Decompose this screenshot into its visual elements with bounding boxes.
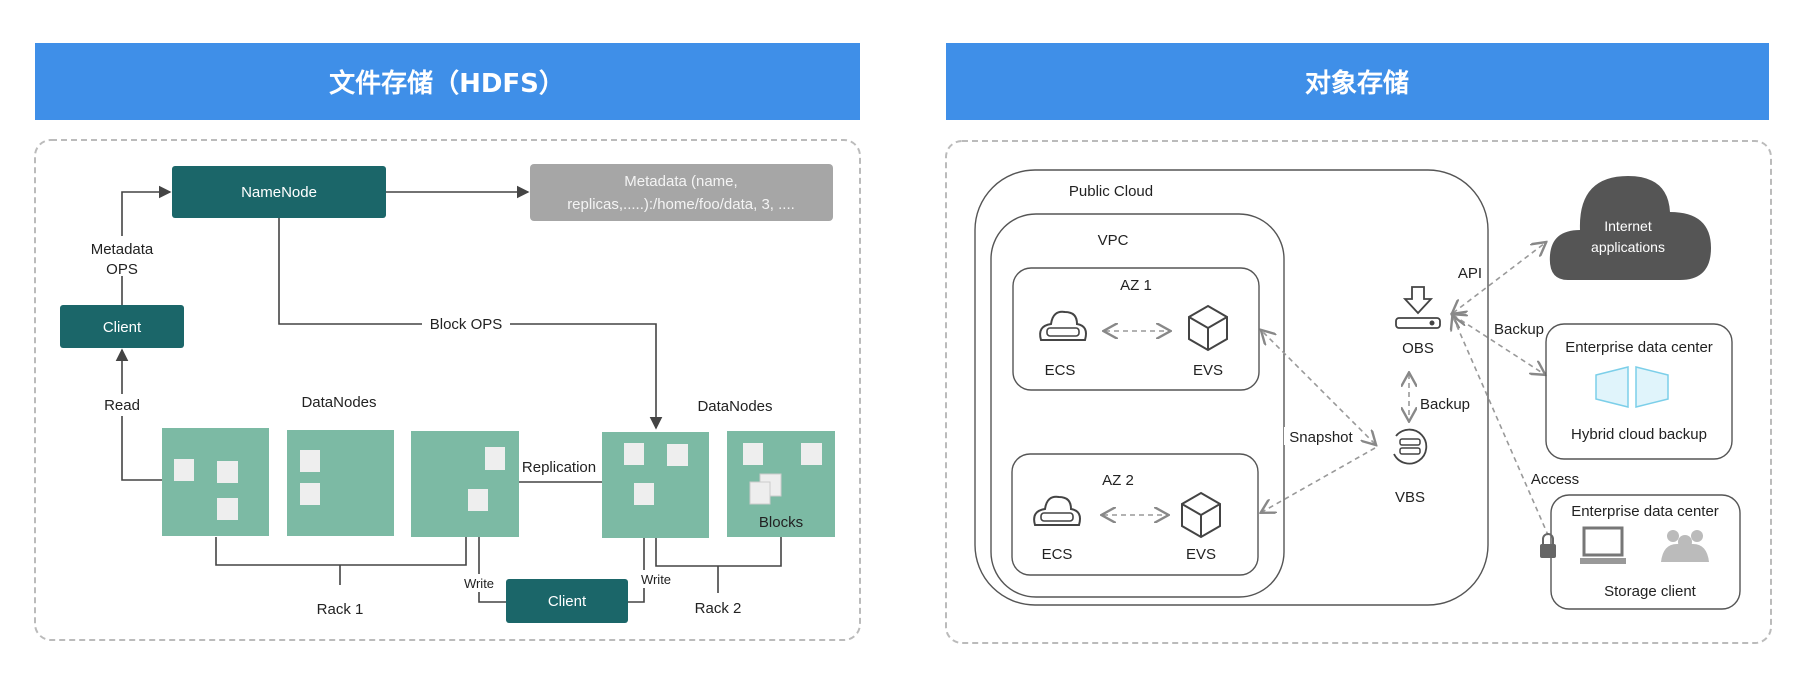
vbs-label: VBS bbox=[1395, 489, 1425, 506]
laptop-icon bbox=[1580, 526, 1626, 564]
block bbox=[634, 483, 654, 505]
backup-right-label: Backup bbox=[1494, 321, 1544, 338]
dc1-title: Enterprise data center bbox=[1565, 339, 1713, 356]
dc2-title: Enterprise data center bbox=[1571, 503, 1719, 520]
datanode bbox=[287, 430, 394, 536]
obs-icon bbox=[1395, 286, 1441, 329]
metadata-ops-label-1: Metadata bbox=[91, 241, 154, 258]
backup-vertical-label: Backup bbox=[1420, 396, 1470, 413]
az2-ecs-label: ECS bbox=[1042, 546, 1073, 563]
write-left-connector bbox=[472, 511, 506, 603]
metadata-line1: Metadata (name, bbox=[624, 173, 737, 190]
ecs-icon bbox=[1039, 310, 1087, 341]
vbs-icon bbox=[1393, 428, 1428, 465]
internet-label-2: applications bbox=[1591, 239, 1665, 255]
access-arrow bbox=[1453, 317, 1549, 536]
backup-dc-arrow bbox=[1453, 315, 1544, 374]
az1-ecs-label: ECS bbox=[1045, 362, 1076, 379]
access-label: Access bbox=[1531, 471, 1579, 488]
rack1-label: Rack 1 bbox=[317, 601, 364, 618]
object-storage-panel: 对象存储 Public Cloud VPC AZ 1 ECS EVS AZ 2 … bbox=[945, 43, 1772, 644]
az2-label: AZ 2 bbox=[1102, 472, 1134, 489]
write-right-connector bbox=[628, 506, 651, 603]
block bbox=[624, 443, 644, 465]
object-title: 对象存储 bbox=[1305, 68, 1409, 99]
block bbox=[749, 481, 771, 505]
ecs-icon bbox=[1033, 495, 1081, 526]
hybrid-backup-icon bbox=[1595, 366, 1669, 408]
users-icon bbox=[1661, 530, 1709, 562]
snapshot-label: Snapshot bbox=[1289, 429, 1353, 446]
block bbox=[468, 489, 488, 511]
hdfs-frame bbox=[34, 139, 861, 641]
public-cloud-label: Public Cloud bbox=[1069, 183, 1153, 200]
rack2-label: Rack 2 bbox=[695, 600, 742, 617]
block bbox=[667, 444, 688, 466]
obs-label: OBS bbox=[1402, 340, 1434, 357]
write-right-label: Write bbox=[641, 572, 671, 587]
write-left-label: Write bbox=[464, 576, 494, 591]
read-connector bbox=[115, 348, 162, 481]
evs-icon bbox=[1181, 491, 1221, 539]
datanodes-rack2-label: DataNodes bbox=[697, 398, 772, 415]
block bbox=[801, 443, 822, 465]
api-label: API bbox=[1458, 265, 1482, 282]
datanode: Blocks bbox=[727, 431, 835, 537]
rack1-connector bbox=[215, 537, 467, 585]
evs-icon bbox=[1188, 304, 1228, 352]
block bbox=[217, 461, 238, 483]
block bbox=[300, 483, 320, 505]
internet-label-1: Internet bbox=[1604, 218, 1652, 234]
metadata-box bbox=[530, 164, 833, 221]
az1-evs-label: EVS bbox=[1193, 362, 1223, 379]
hdfs-banner bbox=[35, 43, 860, 120]
dc2-caption: Storage client bbox=[1604, 583, 1697, 600]
block bbox=[300, 450, 320, 472]
blocks-label: Blocks bbox=[759, 514, 803, 531]
namenode-label: NameNode bbox=[241, 184, 317, 201]
block bbox=[743, 443, 763, 465]
rack2-connector bbox=[655, 537, 782, 593]
replication-label: Replication bbox=[522, 459, 596, 476]
client-top-box bbox=[60, 305, 184, 348]
block bbox=[485, 447, 505, 470]
datanodes-rack1-label: DataNodes bbox=[301, 394, 376, 411]
az2-box bbox=[1011, 453, 1259, 576]
vpc-box bbox=[990, 213, 1285, 598]
datanode bbox=[602, 432, 709, 538]
az1-box bbox=[1012, 267, 1260, 391]
public-cloud-box bbox=[974, 169, 1489, 606]
internet-cloud-icon bbox=[1549, 176, 1711, 280]
hdfs-panel: 文件存储（HDFS） NameNode Metadata (name, repl… bbox=[34, 43, 861, 641]
client-bottom-label: Client bbox=[548, 593, 587, 610]
az1-label: AZ 1 bbox=[1120, 277, 1152, 294]
datanode bbox=[411, 431, 519, 537]
namenode-box bbox=[172, 166, 386, 218]
vpc-label: VPC bbox=[1098, 232, 1129, 249]
block bbox=[174, 459, 194, 481]
dc1-box bbox=[1545, 323, 1733, 460]
client-top-label: Client bbox=[103, 319, 142, 336]
block-ops-label: Block OPS bbox=[430, 316, 503, 333]
read-label: Read bbox=[104, 397, 140, 414]
lock-icon bbox=[1540, 533, 1556, 558]
object-banner bbox=[946, 43, 1769, 120]
object-frame bbox=[945, 140, 1772, 644]
snapshot-arrow-az2 bbox=[1262, 447, 1376, 512]
client-bottom-box bbox=[506, 579, 628, 623]
block bbox=[217, 498, 238, 520]
hdfs-title: 文件存储（HDFS） bbox=[329, 68, 565, 99]
az2-evs-label: EVS bbox=[1186, 546, 1216, 563]
datanode bbox=[162, 428, 269, 536]
dc1-caption: Hybrid cloud backup bbox=[1571, 426, 1707, 443]
metadata-line2: replicas,.....):/home/foo/data, 3, .... bbox=[567, 196, 795, 213]
metadata-ops-label-2: OPS bbox=[106, 261, 138, 278]
api-arrow bbox=[1453, 243, 1545, 313]
